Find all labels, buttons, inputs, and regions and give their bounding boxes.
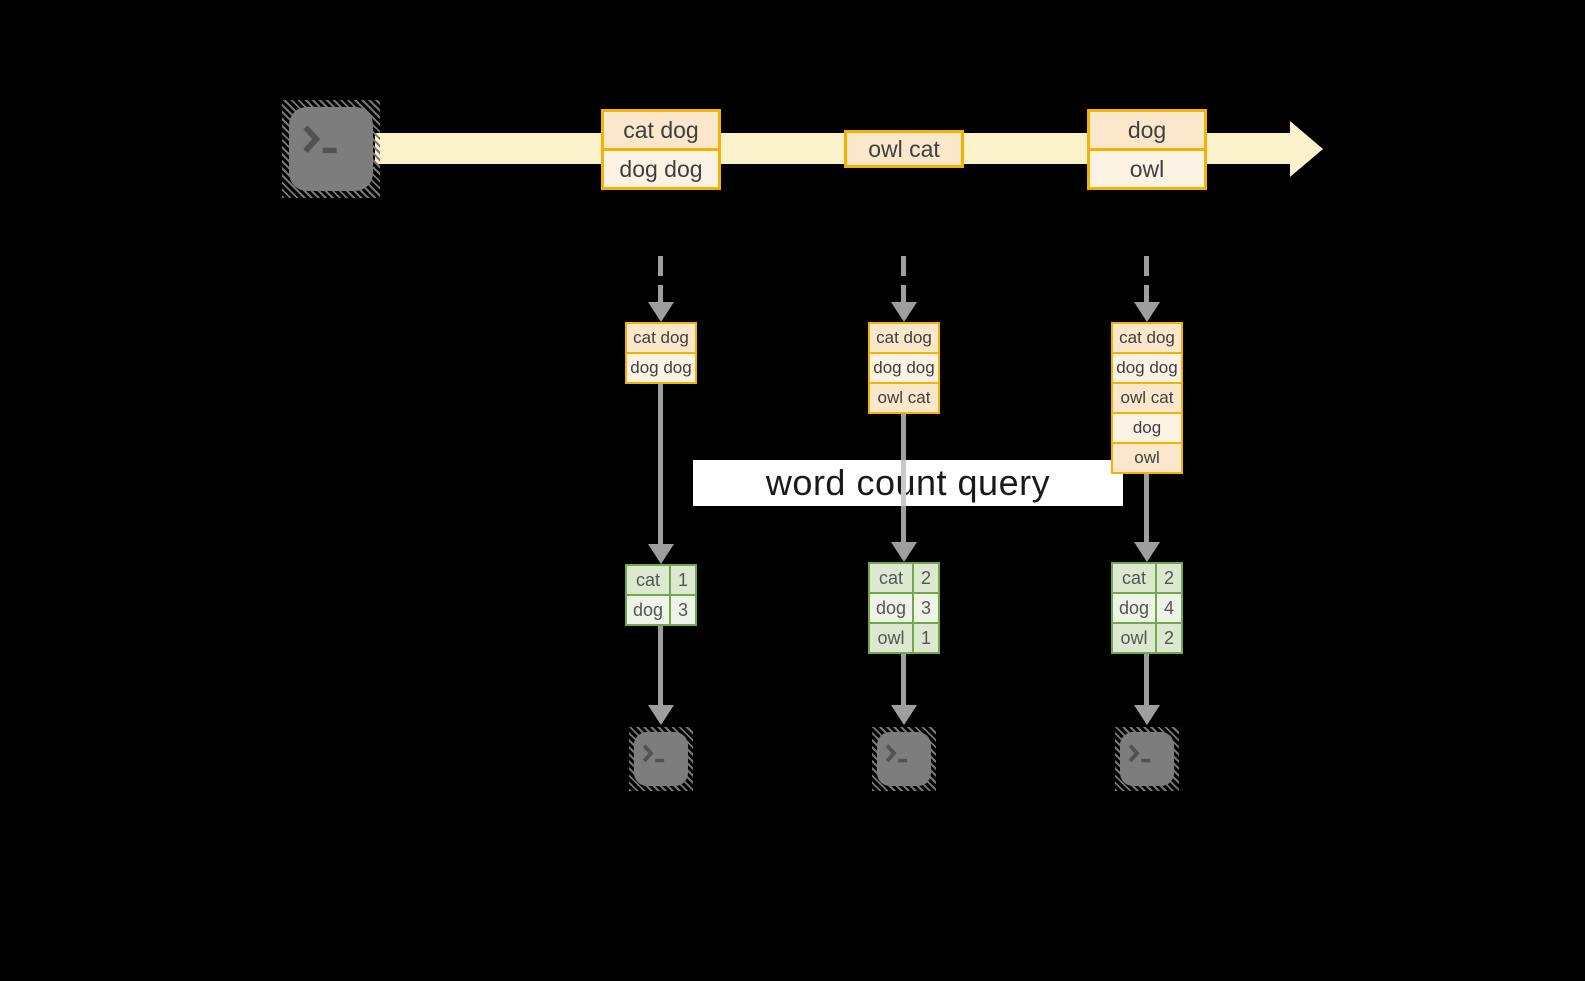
shell-prompt-icon — [886, 744, 908, 762]
arrow-line — [1144, 654, 1149, 705]
count-table: cat 2 dog 4 owl 2 — [1111, 562, 1183, 654]
buffer-record: owl — [1113, 444, 1181, 472]
source-terminal-icon — [282, 100, 380, 198]
buffer-record: owl cat — [870, 384, 938, 412]
shell-prompt-icon — [643, 744, 665, 762]
word-cell: owl — [870, 624, 912, 652]
word-cell: dog — [1113, 594, 1155, 622]
down-arrowhead-icon — [891, 542, 917, 562]
buffer-stack: cat dog dog dog — [625, 322, 697, 384]
shell-prompt-icon — [1129, 744, 1151, 762]
terminal-body — [634, 732, 688, 786]
down-arrowhead-icon — [648, 705, 674, 725]
down-arrowhead-icon — [1134, 302, 1160, 322]
buffer-stack: cat dog dog dog owl cat dog owl — [1111, 322, 1183, 474]
word-cell: cat — [1113, 564, 1155, 592]
stream-event-box: dog owl — [1087, 109, 1207, 190]
terminal-body — [289, 107, 373, 191]
stream-event-box: cat dog dog dog — [601, 109, 721, 190]
count-cell: 2 — [914, 564, 938, 592]
count-table: cat 2 dog 3 owl 1 — [868, 562, 940, 654]
arrow-line — [901, 506, 906, 542]
sink-terminal-icon — [1115, 727, 1179, 791]
stream-record: cat dog — [604, 112, 718, 148]
word-cell: cat — [627, 566, 669, 594]
down-arrowhead-icon — [891, 705, 917, 725]
buffer-record: dog dog — [870, 354, 938, 382]
word-cell: dog — [627, 596, 669, 624]
stream-record: owl cat — [847, 133, 961, 165]
down-arrowhead-icon — [648, 302, 674, 322]
count-cell: 2 — [1157, 624, 1181, 652]
stream-record: dog dog — [604, 151, 718, 187]
count-cell: 3 — [914, 594, 938, 622]
count-cell: 1 — [914, 624, 938, 652]
arrow-line — [901, 414, 906, 460]
buffer-record: cat dog — [870, 324, 938, 352]
count-cell: 2 — [1157, 564, 1181, 592]
buffer-record: cat dog — [1113, 324, 1181, 352]
stream-record: owl — [1090, 151, 1204, 187]
word-cell: cat — [870, 564, 912, 592]
buffer-record: dog dog — [627, 354, 695, 382]
dashed-arrow-line — [901, 256, 906, 302]
arrow-line-over-banner — [901, 460, 906, 506]
down-arrowhead-icon — [891, 302, 917, 322]
buffer-record: owl cat — [1113, 384, 1181, 412]
down-arrowhead-icon — [648, 544, 674, 564]
word-cell: dog — [870, 594, 912, 622]
sink-terminal-icon — [872, 727, 936, 791]
buffer-record: dog — [1113, 414, 1181, 442]
arrow-line — [1144, 474, 1149, 542]
arrow-line — [901, 654, 906, 705]
terminal-body — [877, 732, 931, 786]
stream-event-box: owl cat — [844, 130, 964, 168]
count-cell: 1 — [671, 566, 695, 594]
shell-prompt-icon — [303, 125, 337, 154]
dashed-arrow-line — [658, 256, 663, 302]
count-cell: 4 — [1157, 594, 1181, 622]
count-table: cat 1 dog 3 — [625, 564, 697, 626]
arrow-line — [658, 384, 663, 546]
stream-arrowhead-icon — [1290, 121, 1323, 177]
buffer-record: cat dog — [627, 324, 695, 352]
word-cell: owl — [1113, 624, 1155, 652]
buffer-record: dog dog — [1113, 354, 1181, 382]
arrow-line — [658, 626, 663, 705]
sink-terminal-icon — [629, 727, 693, 791]
down-arrowhead-icon — [1134, 542, 1160, 562]
query-banner: word count query — [693, 460, 1123, 506]
count-cell: 3 — [671, 596, 695, 624]
dashed-arrow-line — [1144, 256, 1149, 302]
stream-record: dog — [1090, 112, 1204, 148]
buffer-stack: cat dog dog dog owl cat — [868, 322, 940, 414]
down-arrowhead-icon — [1134, 705, 1160, 725]
terminal-body — [1120, 732, 1174, 786]
